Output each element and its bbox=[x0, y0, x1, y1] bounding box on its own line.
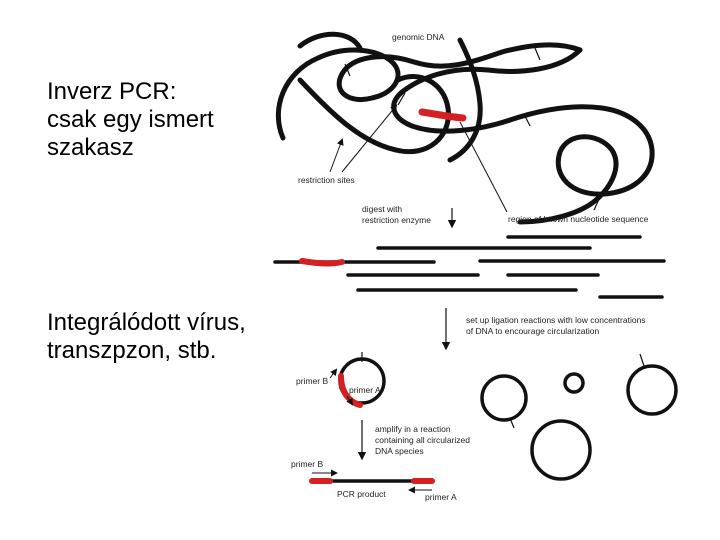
callout-line bbox=[341, 104, 398, 173]
text-line: Inverz PCR: bbox=[47, 78, 177, 105]
restriction-site-ticks bbox=[344, 47, 601, 211]
callout-line bbox=[459, 121, 508, 213]
pcr-product-label: PCR product bbox=[337, 489, 386, 499]
amplify-label-1: amplify in a reaction bbox=[375, 424, 451, 434]
circular-fragments bbox=[480, 364, 678, 481]
text-line: Integrálódott vírus, bbox=[47, 309, 246, 336]
slide-text-top: Inverz PCR: csak egy ismert szakasz bbox=[47, 78, 214, 162]
genomic-dna-strand bbox=[275, 31, 655, 225]
known-region-label: region of known nucleotide sequence bbox=[508, 214, 649, 224]
restriction-sites-label: restriction sites bbox=[298, 175, 355, 185]
known-sequence-region bbox=[418, 108, 467, 122]
ligation-label-1: set up ligation reactions with low conce… bbox=[466, 315, 646, 325]
text-line: transzpzon, stb. bbox=[47, 337, 217, 364]
genomic-dna-label: genomic DNA bbox=[392, 32, 445, 42]
circle-site-ticks bbox=[509, 353, 645, 429]
primer-a-arrow bbox=[346, 395, 354, 406]
amplify-label-2: containing all circularized bbox=[375, 435, 470, 445]
digest-label-1: digest with bbox=[362, 204, 402, 214]
ligation-label-2: of DNA to encourage circularization bbox=[466, 326, 600, 336]
digest-label-2: restriction enzyme bbox=[362, 215, 431, 225]
primer-a-linear-label: primer A bbox=[425, 492, 457, 502]
restriction-fragments bbox=[273, 235, 666, 299]
callout-line bbox=[329, 138, 344, 173]
circle-known-region bbox=[338, 373, 363, 408]
primer-a-circle-label: primer A bbox=[349, 385, 381, 395]
primer-b-linear-label: primer B bbox=[291, 459, 323, 469]
amplify-label-3: DNA species bbox=[375, 446, 424, 456]
slide-text-bottom: Integrálódott vírus, transzpzon, stb. bbox=[47, 309, 246, 365]
text-line: szakasz bbox=[47, 134, 134, 161]
primer-b-arrow bbox=[329, 368, 338, 379]
primer-b-circle-label: primer B bbox=[296, 376, 328, 386]
fragment-known-region bbox=[299, 258, 345, 267]
text-line: csak egy ismert bbox=[47, 106, 214, 133]
